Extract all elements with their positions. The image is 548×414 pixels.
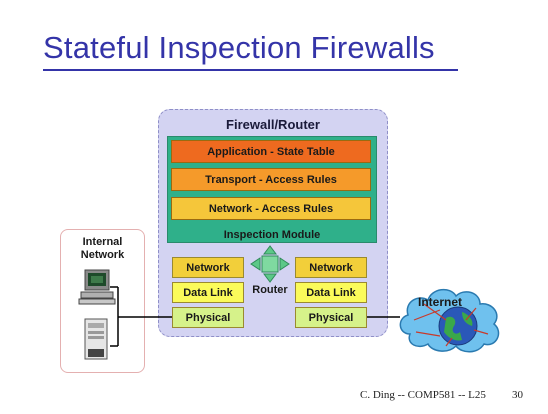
network-layer: Network - Access Rules: [171, 197, 371, 220]
right-physical-box: Physical: [295, 307, 367, 328]
slide-footer: C. Ding -- COMP581 -- L25: [360, 389, 486, 401]
transport-layer: Transport - Access Rules: [171, 168, 371, 191]
internal-network-label-line1: Internal: [82, 236, 123, 248]
router-icon: [250, 245, 290, 283]
internet-label: Internet: [418, 295, 463, 309]
slide-title: Stateful Inspection Firewalls: [43, 30, 435, 65]
internal-network-label: Internal Network: [60, 236, 145, 262]
firewall-router-title: Firewall/Router: [226, 117, 320, 132]
internet-cloud-icon: [399, 288, 500, 353]
router-label: Router: [252, 284, 288, 296]
application-layer: Application - State Table: [171, 140, 371, 163]
left-datalink-box: Data Link: [172, 282, 244, 303]
right-network-box: Network: [295, 257, 367, 278]
internal-network-label-line2: Network: [80, 249, 125, 261]
title-underline: [43, 69, 458, 71]
page-number: 30: [512, 389, 523, 401]
right-datalink-box: Data Link: [295, 282, 367, 303]
left-network-box: Network: [172, 257, 244, 278]
server-icon: [84, 318, 108, 360]
left-physical-box: Physical: [172, 307, 244, 328]
computer-icon: [78, 269, 116, 305]
inspection-module-label: Inspection Module: [223, 229, 321, 241]
